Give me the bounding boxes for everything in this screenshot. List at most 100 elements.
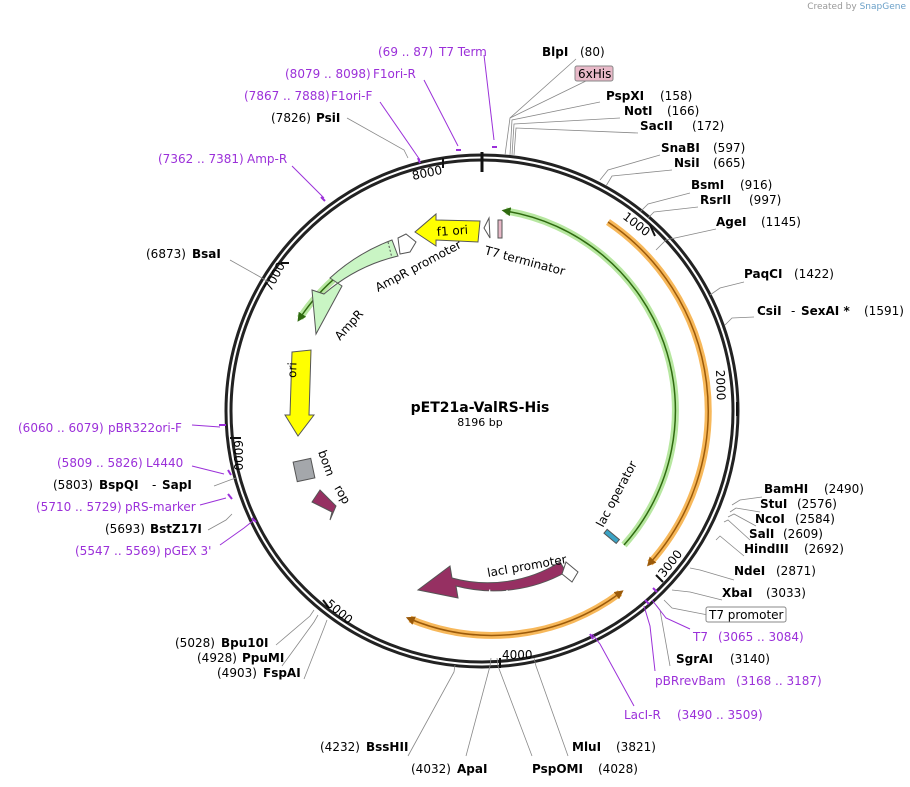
site-xbai-pos: (3033) bbox=[766, 586, 806, 600]
tick-marks bbox=[230, 158, 738, 668]
site-rsrii: RsrII bbox=[700, 193, 731, 207]
site-xbai: XbaI bbox=[722, 586, 752, 600]
site-ppumi: PpuMI bbox=[242, 651, 284, 665]
primer-pgex3-range: (5547 .. 5569) bbox=[75, 544, 161, 558]
laci-arrow bbox=[416, 561, 567, 599]
site-bamhi: BamHI bbox=[764, 482, 808, 496]
site-ndei: NdeI bbox=[734, 564, 765, 578]
laci-promoter-arrow bbox=[561, 561, 579, 583]
his-tag-box bbox=[574, 65, 614, 82]
site-hindiii: HindIII bbox=[744, 542, 789, 556]
tick-label-8000: 8000 bbox=[411, 163, 444, 183]
bom-box bbox=[292, 457, 316, 483]
primer-prs-marker: pRS-marker bbox=[125, 500, 196, 514]
site-fspai-pos: (4903) bbox=[217, 666, 257, 680]
site-psii: PsiI bbox=[316, 111, 340, 125]
site-agei-pos: (1145) bbox=[761, 215, 801, 229]
primer-pbrrevbam-range: (3168 .. 3187) bbox=[736, 674, 822, 688]
site-sexai: SexAI * bbox=[801, 304, 850, 318]
site-sacii: SacII bbox=[640, 119, 673, 133]
site-sgrai-pos: (3140) bbox=[730, 652, 770, 666]
site-bsmi: BsmI bbox=[691, 178, 724, 192]
t7-promoter-label: T7 promoter bbox=[708, 608, 784, 622]
site-psii-pos: (7826) bbox=[271, 111, 311, 125]
rop-label: rop bbox=[331, 483, 353, 507]
primer-t7-term: T7 Term bbox=[438, 45, 487, 59]
primer-f1ori-f: F1ori-F bbox=[331, 89, 372, 103]
plasmid-name: pET21a-ValRS-His bbox=[411, 400, 550, 416]
site-bsshii: BssHII bbox=[366, 740, 408, 754]
site-nsii: NsiI bbox=[674, 156, 700, 170]
primer-pbrrevbam: pBRrevBam bbox=[655, 674, 726, 688]
site-pspxi-pos: (158) bbox=[660, 89, 692, 103]
site-bspqi: BspQI bbox=[99, 478, 139, 492]
site-snabi: SnaBI bbox=[661, 141, 700, 155]
site-snabi-pos: (597) bbox=[713, 141, 745, 155]
site-bsai: BsaI bbox=[192, 247, 221, 261]
primer-leader-lines bbox=[191, 54, 691, 707]
credit-brand: SnapGene bbox=[859, 2, 906, 12]
site-csii: CsiI bbox=[757, 304, 782, 318]
primer-f1ori-r-range: (8079 .. 8098) bbox=[285, 67, 371, 81]
site-sali: SalI bbox=[749, 527, 774, 541]
site-noti-pos: (166) bbox=[667, 104, 699, 118]
site-rsrii-pos: (997) bbox=[749, 193, 781, 207]
t7-terminator-mark bbox=[483, 216, 491, 239]
lac-operator-label: lac operator bbox=[593, 459, 640, 530]
site-blpi-pos: (80) bbox=[580, 45, 605, 59]
site-paqci-pos: (1422) bbox=[794, 267, 834, 281]
ampr-promoter-divider bbox=[387, 241, 393, 259]
orf-arc-green-outer-line bbox=[501, 207, 677, 546]
site-sgrai: SgrAI bbox=[676, 652, 713, 666]
snapgene-credit: Created by SnapGene bbox=[807, 2, 906, 12]
bom-label: bom bbox=[315, 448, 337, 478]
primer-prs-marker-range: (5710 .. 5729) bbox=[36, 500, 122, 514]
site-ppumi-pos: (4928) bbox=[197, 651, 237, 665]
tick-label-6000: 6000 bbox=[231, 440, 245, 471]
t7-promoter-box bbox=[705, 606, 787, 623]
site-sapi: SapI bbox=[162, 478, 192, 492]
site-blpi: BlpI bbox=[542, 45, 568, 59]
site-sacii-pos: (172) bbox=[692, 119, 724, 133]
site-hindiii-pos: (2692) bbox=[804, 542, 844, 556]
site-mlui-pos: (3821) bbox=[616, 740, 656, 754]
site-pspxi: PspXI bbox=[606, 89, 644, 103]
primer-t7: T7 bbox=[692, 630, 708, 644]
site-bsmi-pos: (916) bbox=[740, 178, 772, 192]
site-csii-sep: - bbox=[791, 304, 795, 318]
site-apai: ApaI bbox=[457, 762, 487, 776]
site-paqci: PaqCI bbox=[744, 267, 782, 281]
site-agei: AgeI bbox=[716, 215, 746, 229]
primer-pgex3: pGEX 3' bbox=[164, 544, 211, 558]
primer-ticks bbox=[219, 146, 658, 640]
site-sali-pos: (2609) bbox=[783, 527, 823, 541]
f1-ori-arrow bbox=[414, 212, 481, 247]
primer-f1ori-r: F1ori-R bbox=[373, 67, 416, 81]
site-bspqi-sep: - bbox=[152, 478, 156, 492]
site-sexai-pos: (1591) bbox=[864, 304, 904, 318]
orf-arc-orange-lower-line bbox=[405, 590, 624, 637]
primer-l4440: L4440 bbox=[146, 456, 183, 470]
ampr-promoter-arrow bbox=[397, 233, 417, 255]
t7-terminator-small bbox=[497, 219, 503, 239]
t7-terminator-label: T7 terminator bbox=[482, 243, 566, 278]
rop-arrow bbox=[311, 489, 337, 521]
site-bstz17i: BstZ17I bbox=[150, 522, 202, 536]
site-stui: StuI bbox=[760, 497, 787, 511]
site-bsai-pos: (6873) bbox=[146, 247, 186, 261]
lac-operator-box bbox=[603, 528, 621, 545]
primer-l4440-range: (5809 .. 5826) bbox=[57, 456, 143, 470]
primer-f1ori-f-range: (7867 .. 7888) bbox=[244, 89, 330, 103]
ampr-arrow bbox=[311, 239, 399, 336]
orf-arc-orange-outer-line bbox=[607, 221, 709, 567]
f1-ori-label: f1 ori bbox=[436, 223, 468, 239]
site-leader-lines bbox=[207, 58, 763, 757]
site-nsii-pos: (665) bbox=[713, 156, 745, 170]
primer-pbr322ori-f: pBR322ori-F bbox=[108, 421, 182, 435]
primer-amp-r-range: (7362 .. 7381) bbox=[158, 152, 244, 166]
tick-label-2000: 2000 bbox=[713, 370, 728, 401]
site-noti: NotI bbox=[624, 104, 653, 118]
laci-label: lacI bbox=[488, 588, 509, 602]
his-tag-label: 6xHis bbox=[578, 67, 611, 81]
